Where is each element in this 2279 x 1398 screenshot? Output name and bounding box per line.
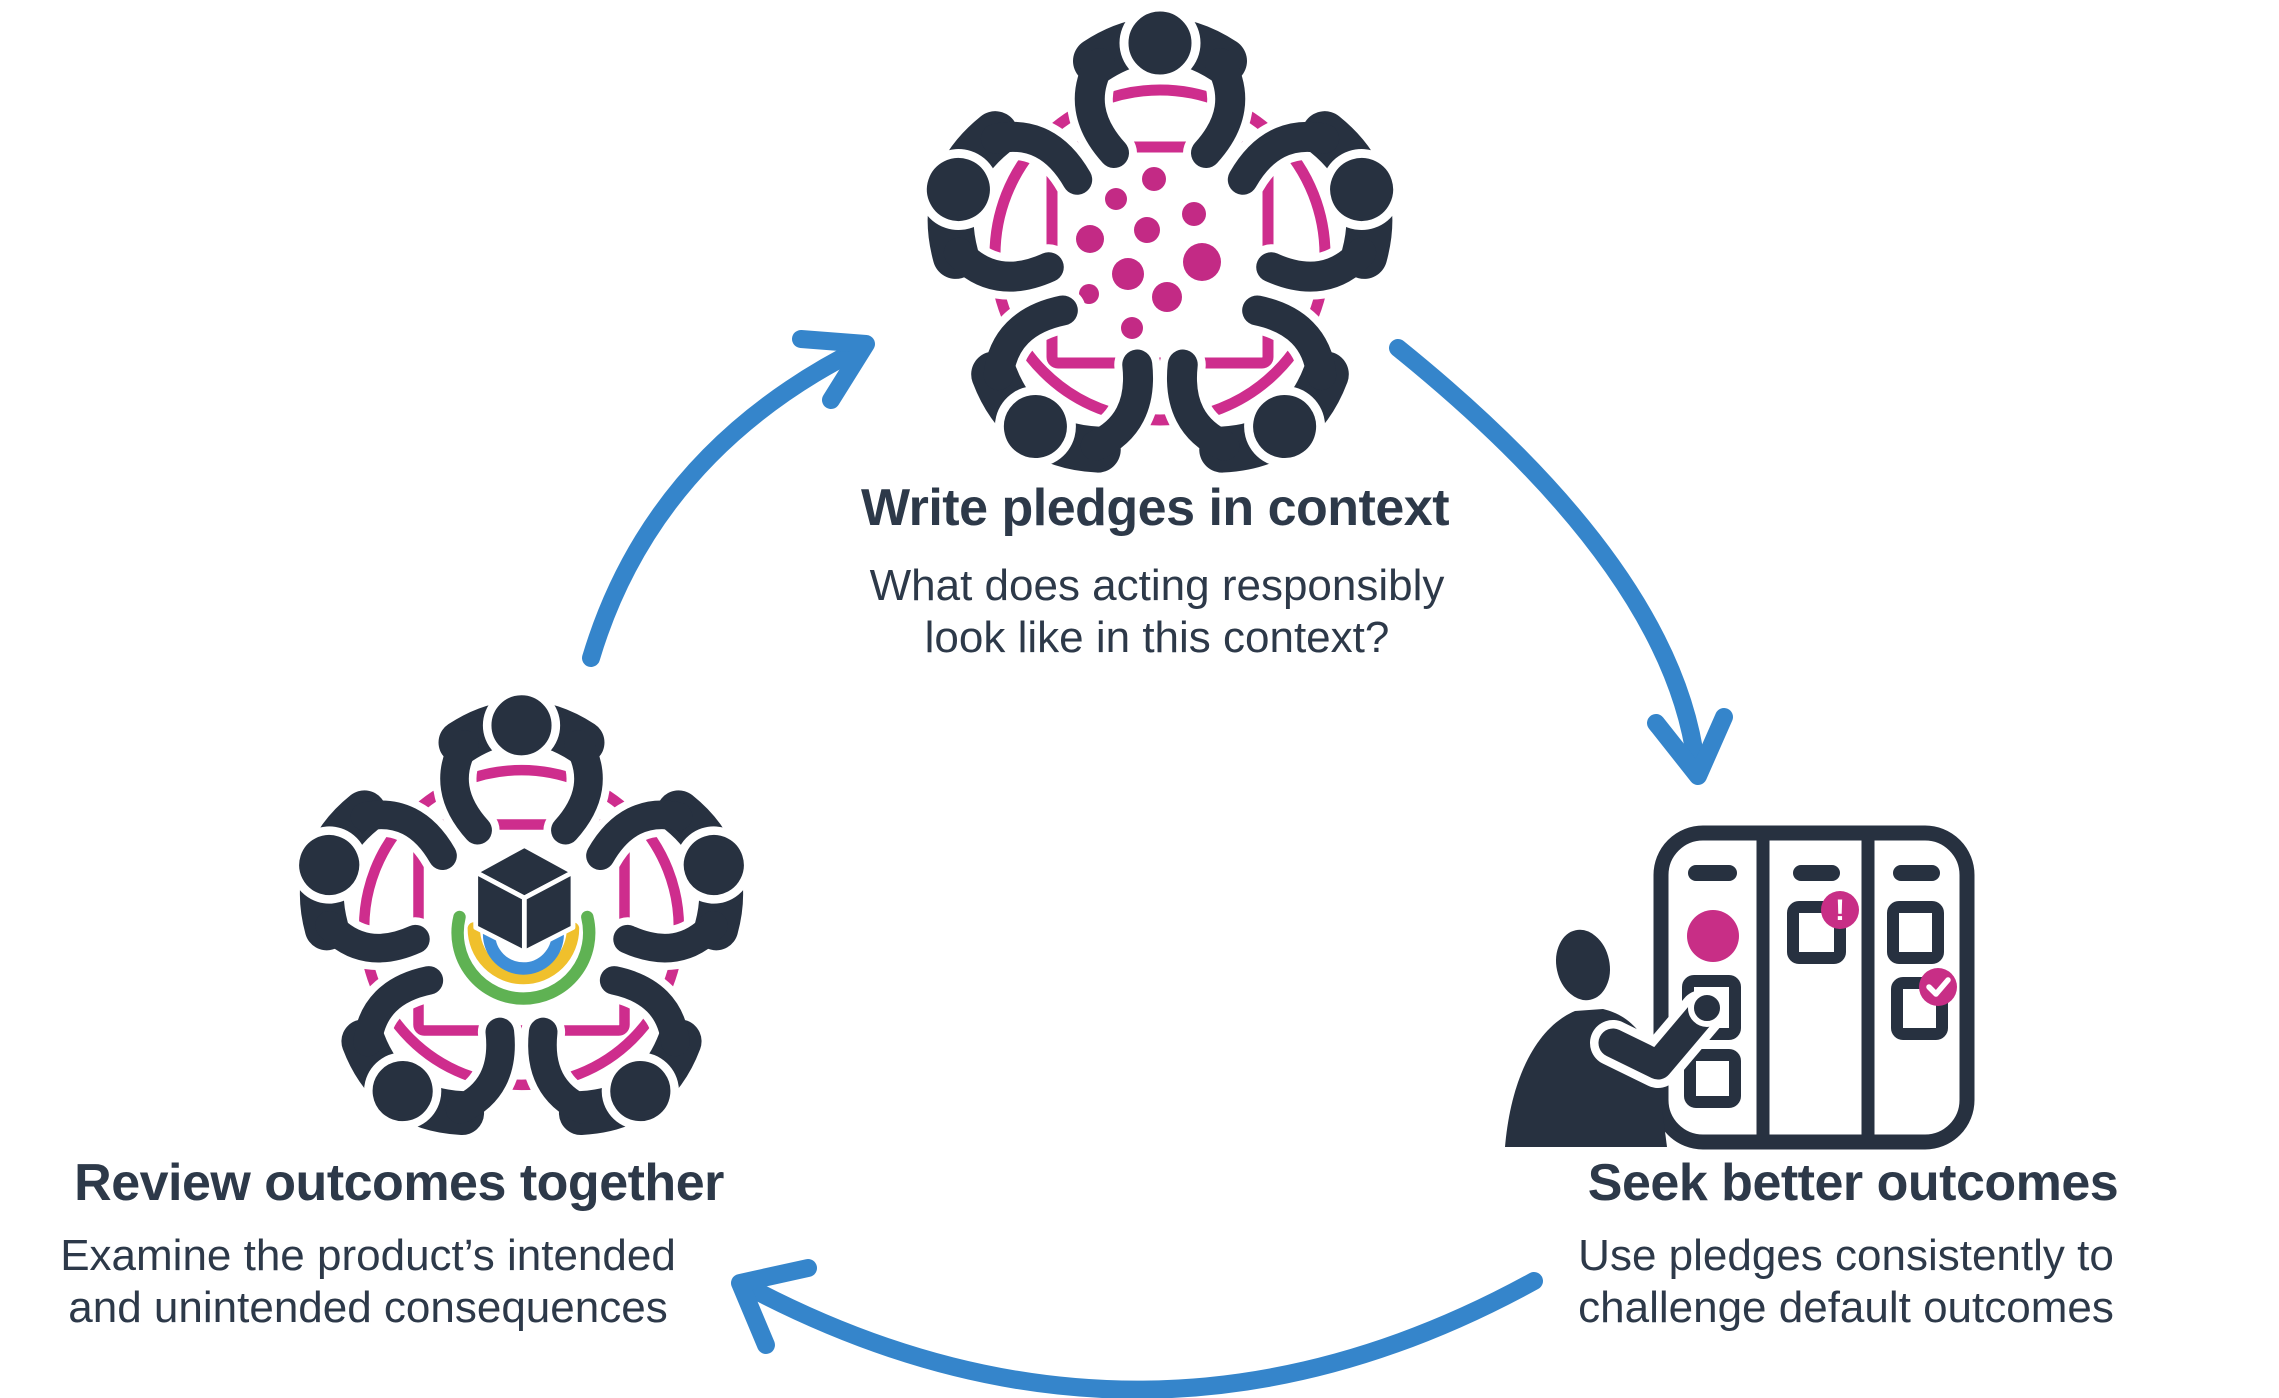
roundtable-ideas-icon xyxy=(890,0,1430,525)
column-header-dash xyxy=(1893,865,1940,881)
idea-dots xyxy=(1076,167,1221,339)
person-head xyxy=(1547,920,1619,1010)
arrow-review-to-write-icon xyxy=(582,330,875,667)
product-cube-icon xyxy=(473,843,576,955)
subtitle-line: Use pledges consistently to xyxy=(1578,1231,2114,1280)
card-outline xyxy=(1887,901,1944,964)
review-outcomes-title: Review outcomes together xyxy=(74,1154,724,1212)
roundtable-product-icon xyxy=(264,670,779,1185)
subtitle-line: Examine the product’s intended xyxy=(60,1231,676,1280)
column-header-dash xyxy=(1688,865,1737,881)
subtitle-line: look like in this context? xyxy=(924,613,1390,662)
seek-outcomes-subtitle: Use pledges consistently to challenge de… xyxy=(1578,1230,2114,1334)
check-mark xyxy=(1926,977,1951,997)
write-pledges-subtitle: What does acting responsibly look like i… xyxy=(870,560,1445,664)
person-arm xyxy=(1598,998,1717,1080)
card-outline xyxy=(1787,901,1846,964)
arrow-seek-to-review-icon xyxy=(731,1259,1543,1398)
kanban-column-2: ! xyxy=(1787,891,1859,964)
subtitle-line: challenge default outcomes xyxy=(1578,1283,2114,1332)
subtitle-line: What does acting responsibly xyxy=(869,561,1445,610)
kanban-column-3 xyxy=(1887,901,1957,1040)
seek-outcomes-title: Seek better outcomes xyxy=(1587,1154,2119,1212)
card-outline xyxy=(1684,1049,1741,1108)
impact-arcs xyxy=(451,910,596,1005)
person-hand xyxy=(1688,989,1726,1027)
arrow-write-to-seek-icon xyxy=(1389,339,1733,785)
review-outcomes-subtitle: Examine the product’s intended and unint… xyxy=(60,1230,676,1334)
pink-dot-card xyxy=(1687,910,1739,962)
alert-badge-icon xyxy=(1821,891,1859,929)
write-pledges-title: Write pledges in context xyxy=(860,479,1450,537)
alert-badge-glyph: ! xyxy=(1835,894,1845,927)
person-at-board xyxy=(1505,920,1726,1147)
column-header-dash xyxy=(1793,865,1840,881)
kanban-board-icon: ! xyxy=(1505,825,1975,1150)
check-badge-icon xyxy=(1919,968,1957,1006)
kanban-board: ! xyxy=(1653,825,1975,1150)
subtitle-line: and unintended consequences xyxy=(68,1283,668,1332)
